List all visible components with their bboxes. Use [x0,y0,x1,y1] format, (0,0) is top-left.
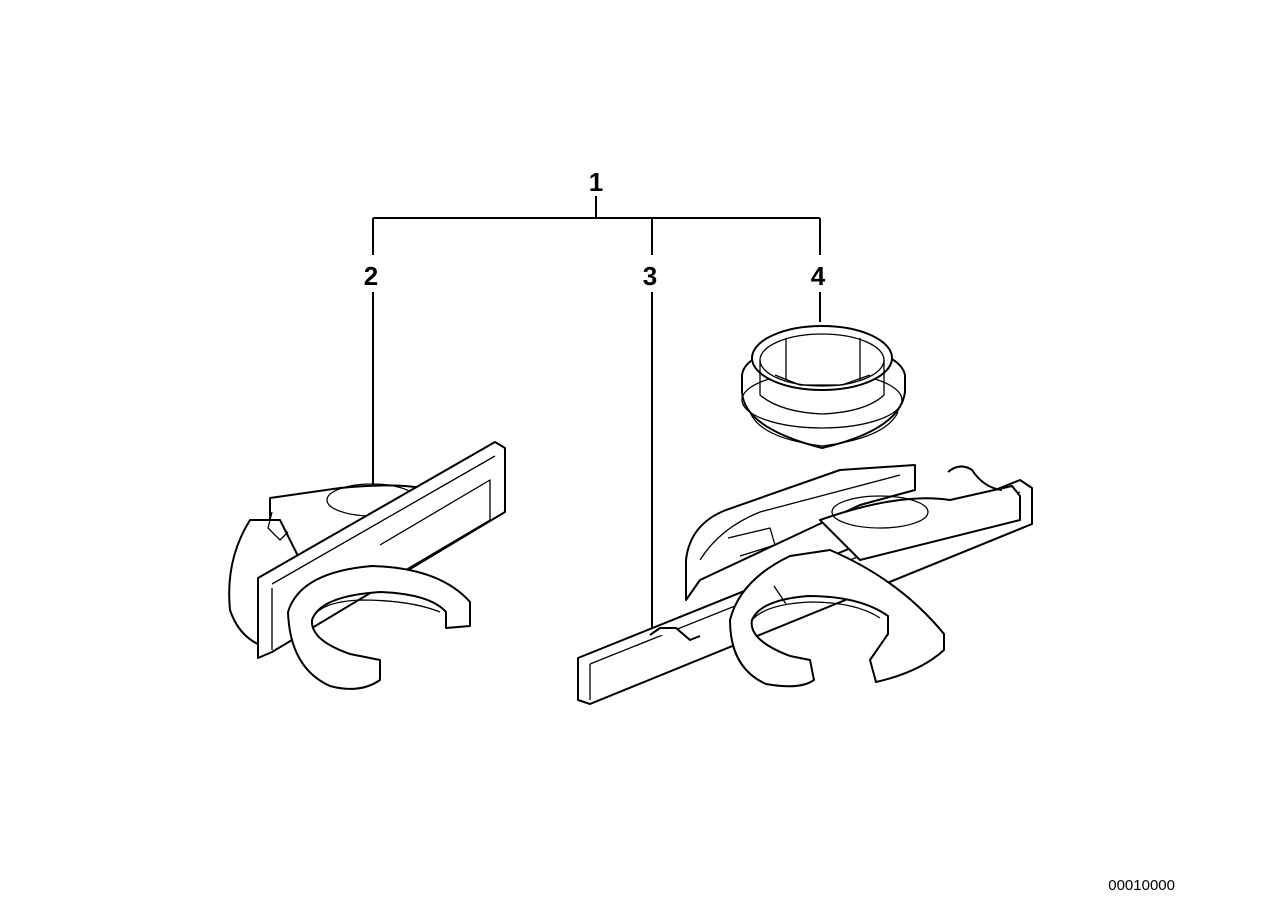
callout-3: 3 [643,261,657,291]
callout-4: 4 [811,261,826,291]
insert-ring-part [741,325,906,449]
leader-lines [372,196,821,628]
diagram-code: 00010000 [1108,877,1175,894]
right-cup-holder-part [577,464,1033,705]
left-cup-holder-part [228,441,506,690]
callout-1: 1 [589,167,603,197]
callout-2: 2 [364,261,378,291]
